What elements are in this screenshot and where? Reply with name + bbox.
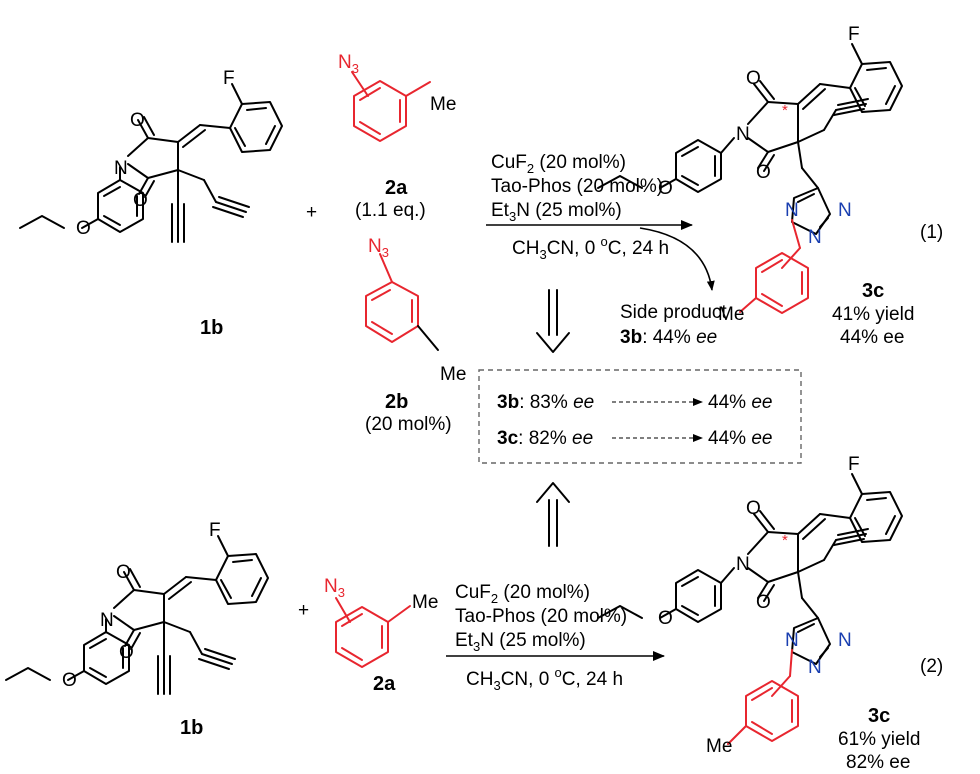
- triazole-N: N: [808, 657, 822, 678]
- ee-comparison-box: [478, 369, 802, 464]
- triazole-N: N: [838, 200, 852, 221]
- product-ee: 82% ee: [846, 752, 910, 773]
- product-yield: 61% yield: [838, 729, 920, 750]
- atom-O: O: [130, 110, 145, 131]
- box-row-3b: 3b: 83% ee: [497, 392, 594, 413]
- atom-N: N: [736, 124, 750, 145]
- box-row-3b-result: 44% ee: [708, 392, 772, 413]
- triazole-N: N: [838, 630, 852, 651]
- atom-O: O: [76, 218, 91, 239]
- atom-O: O: [119, 642, 134, 663]
- product-ee: 44% ee: [840, 327, 904, 348]
- azide-2a-label: 2a: [385, 177, 408, 199]
- plus-sign: +: [298, 600, 309, 621]
- methyl-label: Me: [430, 94, 456, 115]
- methyl-label: Me: [440, 364, 466, 385]
- hollow-arrow-down: [536, 289, 570, 353]
- equation-number: (2): [920, 656, 943, 677]
- conditions-base: Et3N (25 mol%): [491, 200, 622, 224]
- atom-O: O: [658, 178, 673, 199]
- side-product-text: Side product: [620, 302, 727, 323]
- conditions-base: Et3N (25 mol%): [455, 630, 586, 654]
- conditions-ligand: Tao-Phos (20 mol%): [491, 176, 663, 197]
- methyl-label: Me: [412, 592, 438, 613]
- azide-2a-label: 2a: [373, 673, 396, 695]
- atom-O: O: [62, 670, 77, 691]
- stereocenter-mark: *: [782, 532, 788, 549]
- azide-2b-structure: [365, 253, 439, 351]
- product-label: 3c: [862, 280, 884, 302]
- triazole-N: N: [785, 200, 799, 221]
- conditions-ligand: Tao-Phos (20 mol%): [455, 606, 627, 627]
- atom-F: F: [223, 68, 235, 89]
- methyl-label: Me: [718, 304, 744, 325]
- atom-F: F: [848, 24, 860, 45]
- reactant-1b-structure: [19, 83, 283, 243]
- azide-2a-structure: [335, 597, 411, 668]
- conditions-catalyst: CuF2 (20 mol%): [491, 152, 626, 176]
- atom-N: N: [736, 554, 750, 575]
- reactant-label: 1b: [200, 317, 223, 339]
- product-yield: 41% yield: [832, 304, 914, 325]
- equation-number: (1): [920, 222, 943, 243]
- reactant-label: 1b: [180, 717, 203, 739]
- atom-F: F: [209, 520, 221, 541]
- atom-O: O: [658, 608, 673, 629]
- hollow-arrow-up: [536, 482, 570, 547]
- stereocenter-mark: *: [782, 102, 788, 119]
- atom-O: O: [116, 562, 131, 583]
- atom-N: N: [114, 158, 128, 179]
- box-row-3c-result: 44% ee: [708, 428, 772, 449]
- triazole-N: N: [808, 227, 822, 248]
- azide-2b-amount: (20 mol%): [365, 414, 452, 435]
- azide-2b-label: 2b: [385, 391, 408, 413]
- conditions-solvent: CH3CN, 0 oC, 24 h: [466, 665, 623, 693]
- azide-N3: N3: [324, 576, 345, 600]
- box-row-3c: 3c: 82% ee: [497, 428, 593, 449]
- atom-O: O: [756, 592, 771, 613]
- atom-F: F: [848, 454, 860, 475]
- azide-N3: N3: [368, 236, 389, 260]
- side-product-ee: 3b: 44% ee: [620, 327, 717, 348]
- side-product-arrow: [639, 227, 715, 291]
- azide-2a-amount: (1.1 eq.): [355, 200, 426, 221]
- atom-O: O: [756, 162, 771, 183]
- conditions-catalyst: CuF2 (20 mol%): [455, 582, 590, 606]
- atom-O: O: [133, 190, 148, 211]
- triazole-N: N: [785, 630, 799, 651]
- atom-N: N: [100, 610, 114, 631]
- reactant-1b-structure: [5, 535, 269, 695]
- methyl-label: Me: [706, 736, 732, 757]
- product-label: 3c: [868, 705, 890, 727]
- product-benzyl: [727, 649, 799, 745]
- conditions-solvent: CH3CN, 0 oC, 24 h: [512, 234, 669, 262]
- product-benzyl: [739, 219, 809, 314]
- atom-O: O: [746, 498, 761, 519]
- azide-2a-structure: [351, 71, 431, 142]
- plus-sign: +: [306, 202, 317, 223]
- azide-N3: N3: [338, 52, 359, 76]
- atom-O: O: [746, 68, 761, 89]
